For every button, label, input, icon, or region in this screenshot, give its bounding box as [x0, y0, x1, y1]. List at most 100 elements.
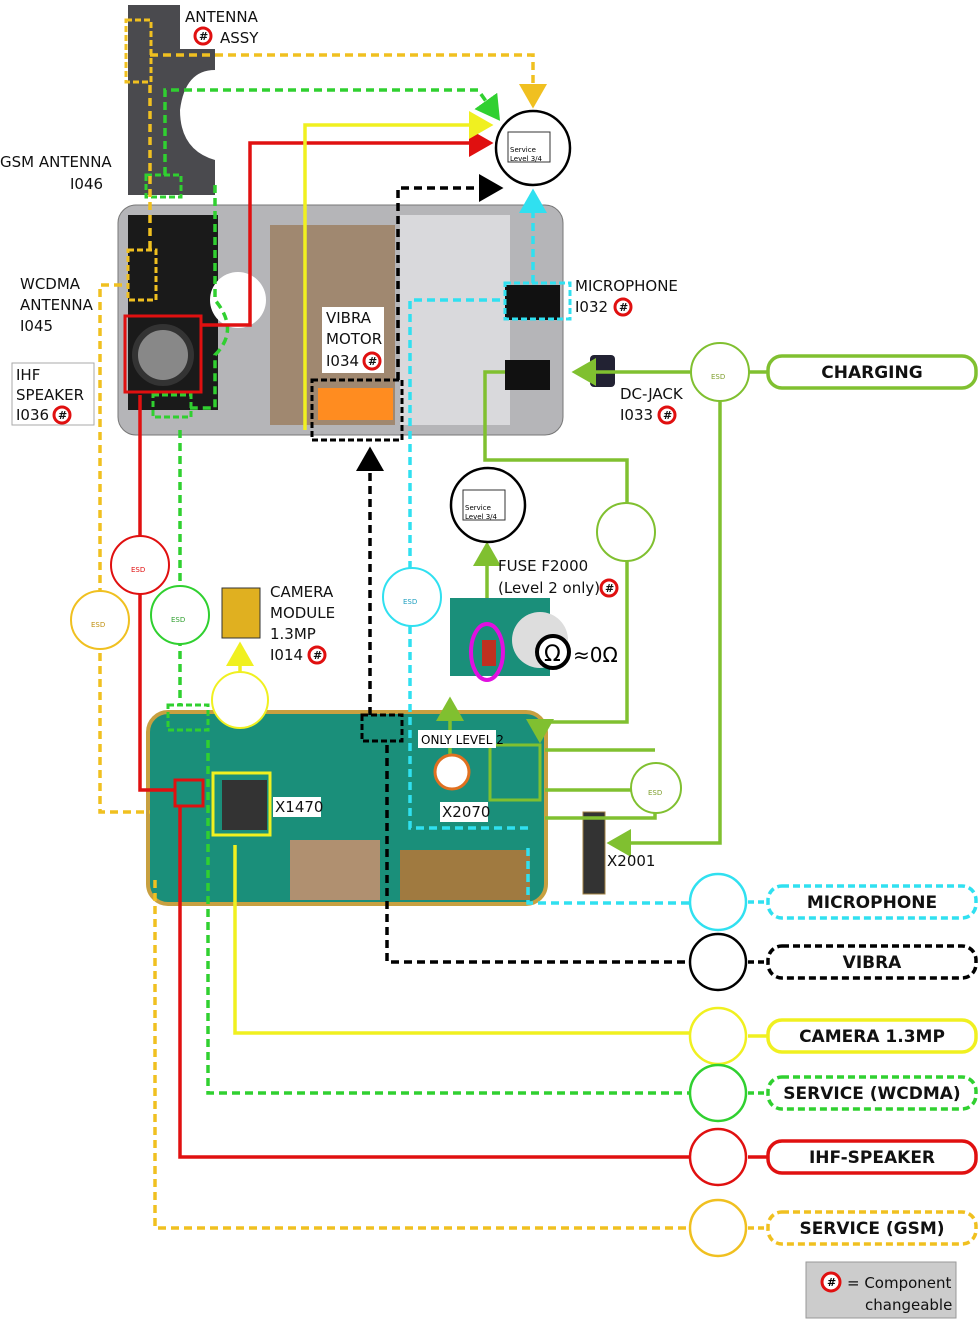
svg-text:FUSE F2000: FUSE F2000 — [498, 557, 588, 575]
category-box — [766, 884, 978, 920]
hash-symbols: ## ## ## # — [58, 30, 672, 662]
category-box — [766, 354, 978, 390]
camera-path-bottom — [233, 845, 690, 1035]
ohmmeter-icon — [535, 634, 571, 670]
x1470-box — [211, 771, 272, 837]
category-box — [766, 1139, 978, 1175]
svg-text:I034: I034 — [326, 352, 359, 370]
svg-text:#: # — [58, 409, 67, 422]
svg-text:X2001: X2001 — [607, 852, 655, 870]
svg-text:Service: Service — [465, 504, 491, 512]
ihf-path-left — [138, 395, 690, 1159]
svg-text:1.3MP: 1.3MP — [270, 625, 316, 643]
svg-text:#: # — [605, 582, 614, 595]
wcdma-pcb-box — [166, 703, 210, 732]
svg-text:#: # — [827, 1276, 836, 1289]
svg-text:ONLY LEVEL 2: ONLY LEVEL 2 — [421, 733, 504, 747]
svg-text:VIBRA: VIBRA — [326, 309, 372, 327]
service-level-icon-top: Service Level 3/4 — [494, 109, 572, 187]
camera-module-image — [221, 587, 261, 639]
category-label: CAMERA 1.3MP — [799, 1027, 945, 1047]
charging-path-down — [606, 400, 722, 857]
fuse-f2000-image — [482, 640, 496, 666]
svg-text:ANTENNA: ANTENNA — [185, 8, 259, 26]
charging-pcb-box — [488, 743, 542, 802]
gsm-antenna-i046-box — [126, 248, 158, 302]
svg-text:I046: I046 — [70, 175, 103, 193]
wcdma-path-bottom — [206, 740, 690, 1095]
gsm-path-bottom — [153, 880, 690, 1230]
svg-text:MICROPHONE: MICROPHONE — [575, 277, 678, 295]
fuse-highlight — [469, 622, 505, 682]
svg-text:= Component: = Component — [847, 1274, 952, 1292]
svg-text:SPEAKER: SPEAKER — [16, 386, 84, 404]
category-icon-circle — [688, 1127, 748, 1187]
service-level-icon-fuse: Service Level 3/4 — [449, 466, 527, 544]
vibra-pcb-box — [360, 713, 404, 743]
svg-text:changeable: changeable — [865, 1296, 952, 1314]
svg-text:GSM ANTENNA: GSM ANTENNA — [0, 153, 112, 171]
ihf-pcb-box — [173, 778, 205, 808]
chassis-hole — [210, 272, 266, 328]
svg-text:I036: I036 — [16, 406, 49, 424]
x2001-connector-image — [582, 811, 606, 895]
shield-pads — [400, 850, 530, 900]
category-icon-circle — [688, 872, 748, 932]
wcdma-path-top — [163, 88, 501, 175]
esd-icons: ESD ESD ESD ESD ESD ESD — [70, 342, 750, 814]
ohm-value: ≈0Ω — [573, 643, 618, 667]
svg-text:ESD: ESD — [648, 789, 662, 797]
microphone-path-bottom — [526, 848, 690, 905]
svg-text:I014: I014 — [270, 646, 303, 664]
category-box — [766, 1210, 978, 1246]
category-label: MICROPHONE — [807, 893, 937, 913]
category-box — [766, 1018, 978, 1054]
svg-text:CAMERA: CAMERA — [270, 583, 334, 601]
gsm-antenna-contacts-box — [124, 18, 153, 84]
svg-text:ESD: ESD — [711, 373, 725, 381]
svg-text:ESD: ESD — [131, 566, 145, 574]
changeable-legend: # = Component changeable — [805, 1261, 957, 1319]
svg-text:Level 3/4: Level 3/4 — [510, 155, 543, 163]
svg-text:Service: Service — [510, 146, 536, 154]
svg-text:#: # — [619, 301, 628, 314]
category-label: SERVICE (WCDMA) — [783, 1084, 960, 1104]
svg-text:X2070: X2070 — [442, 803, 490, 821]
category-label: CHARGING — [821, 363, 922, 383]
gsm-path-top — [150, 53, 547, 109]
category-box — [766, 944, 978, 980]
svg-text:MOTOR: MOTOR — [326, 330, 382, 348]
vibra-box — [310, 378, 404, 442]
svg-text:IHF: IHF — [16, 366, 40, 384]
vibra-path-top — [396, 174, 504, 380]
dc-jack-contacts — [505, 360, 550, 390]
component-labels: ANTENNA ASSY GSM ANTENNA I046 WCDMA ANTE… — [0, 5, 684, 870]
svg-text:MODULE: MODULE — [270, 604, 335, 622]
svg-text:#: # — [199, 30, 208, 43]
ihf-speaker-image — [132, 324, 194, 386]
microphone-path-left — [408, 298, 528, 830]
microphone-image — [505, 285, 560, 320]
svg-text:X1470: X1470 — [275, 798, 323, 816]
category-label: IHF-SPEAKER — [809, 1148, 935, 1168]
level2-tool-icon — [433, 753, 471, 791]
changeable-marks — [52, 26, 677, 665]
svg-text:I032: I032 — [575, 298, 608, 316]
svg-text:Level 3/4: Level 3/4 — [465, 513, 498, 521]
ihf-path-top — [201, 129, 494, 327]
svg-text:(Level 2 only): (Level 2 only) — [498, 579, 600, 597]
ihf-speaker-box — [123, 314, 203, 394]
category-icon-circle — [688, 1063, 748, 1123]
wcdma-antenna-i045-box — [151, 393, 193, 419]
vibra-motor-image — [318, 388, 393, 420]
category-icon-circle — [688, 932, 748, 992]
ohm-symbol: Ω — [544, 642, 561, 667]
category-label: SERVICE (GSM) — [799, 1219, 944, 1239]
wcdma-contacts-box — [144, 173, 183, 199]
category-icon-circle — [688, 1006, 748, 1066]
svg-text:ANTENNA: ANTENNA — [20, 296, 94, 314]
category-icon-circle — [688, 1198, 748, 1258]
